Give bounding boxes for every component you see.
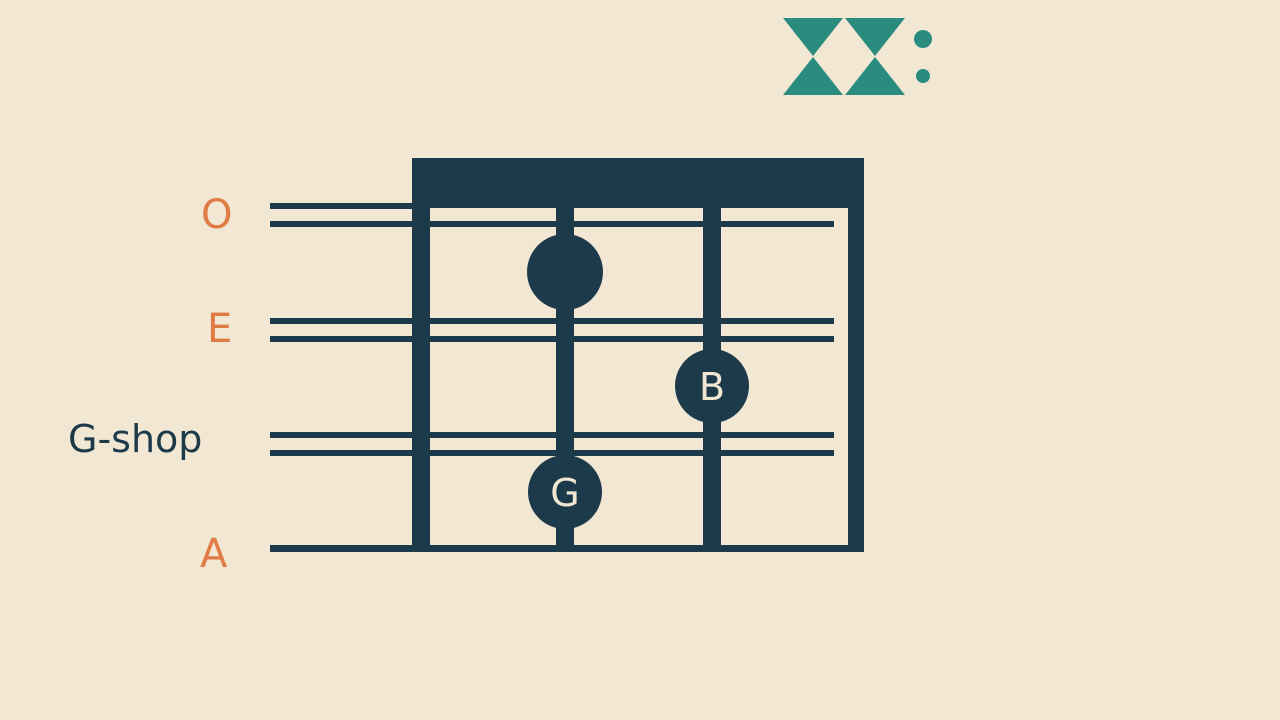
string-label-o: O — [201, 192, 233, 238]
note-dot-g: G — [528, 455, 602, 529]
string-o-line-b — [270, 221, 834, 227]
string-label-g-shop: G-shop — [68, 417, 203, 461]
string-label-a: A — [200, 531, 228, 577]
nut-bar — [412, 158, 864, 208]
note-dot-g-label: G — [550, 471, 579, 515]
note-dot-b-label: B — [699, 365, 725, 409]
string-g-shop-line-a — [270, 432, 834, 438]
string-e-line-a — [270, 318, 834, 324]
note-dot-plain — [527, 234, 603, 310]
logo-triangle-bottom-left — [783, 57, 843, 95]
string-a-line — [270, 545, 864, 552]
logo-dot-top — [914, 30, 932, 48]
logo-triangle-top-right — [845, 18, 905, 56]
string-label-e: E — [207, 306, 233, 352]
string-o-line-a — [270, 203, 418, 209]
frame-right-edge — [848, 158, 864, 552]
string-e-line-b — [270, 336, 834, 342]
logo-dot-bottom — [916, 69, 930, 83]
string-g-shop-line-b — [270, 450, 834, 456]
double-triangle-logo-icon — [783, 18, 932, 95]
logo-triangle-bottom-right — [845, 57, 905, 95]
frame-left-edge — [412, 158, 430, 552]
note-dot-b: B — [675, 349, 749, 423]
logo-triangle-top-left — [783, 18, 843, 56]
